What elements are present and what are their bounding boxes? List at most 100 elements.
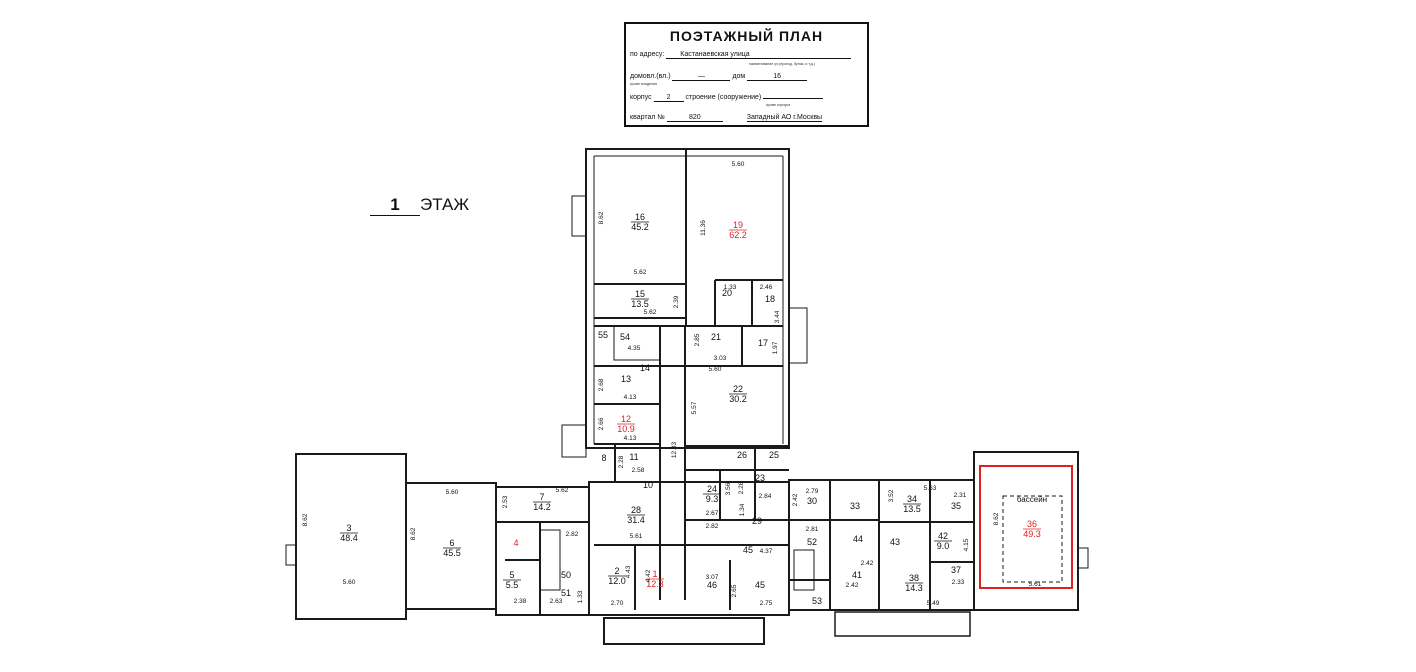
room-number: 4 [513,538,518,548]
wall [834,611,971,637]
room-number: 17 [758,338,768,348]
room-height-dim: 8.62 [598,211,605,224]
room-number: 36 [1027,519,1037,529]
room-height-dim: 4.43 [625,565,632,578]
room-area: 12.0 [608,576,626,586]
room-height-dim: 8.62 [993,512,1000,525]
room-area: 49.3 [1023,529,1041,539]
room-area: 10.9 [617,424,635,434]
room-number: 8 [601,453,606,463]
room-height-dim: 2.39 [673,295,680,308]
room-height-dim: 2.66 [598,417,605,430]
stamp-title: ПОЭТАЖНЫЙ ПЛАН [669,28,824,44]
room-width-dim: 2.63 [550,598,563,605]
room-number: 11 [629,452,638,462]
room-area: 14.3 [905,583,923,593]
room-number: 44 [853,534,863,544]
dom-label: дом [732,73,746,80]
room-number: 51 [561,588,571,598]
house-hint: кроме владения [630,82,657,86]
room-height-dim: 2.28 [738,481,745,494]
room-width-dim: 2.46 [760,284,773,291]
room-width-dim: 5.62 [634,269,647,276]
room-number: 10 [643,480,653,490]
room-width-dim: 5.63 [924,485,937,492]
room-width-dim: 2.82 [566,531,579,538]
room-number: 25 [769,450,779,460]
room-width-dim: 2.58 [632,467,645,474]
room-area: 45.5 [443,548,461,558]
wall [1077,547,1089,569]
korpus-value: 2 [653,94,684,102]
walls [285,148,1089,645]
room-width-dim: 3.07 [706,574,719,581]
stair [793,549,815,591]
room-area: 45.2 [631,222,649,232]
stair [571,195,587,237]
staircases [539,195,815,591]
room-number: 7 [539,492,544,502]
room-width-dim: 5.62 [556,487,569,494]
wall [285,544,297,566]
room-height-dim: 2.28 [618,455,625,468]
room-number: 46 [707,580,717,590]
room-number: 5 [509,570,514,580]
room-number: 55 [598,330,608,340]
room-height-dim: 4.15 [963,538,970,551]
room-area: 14.2 [533,502,551,512]
room-width-dim: 5.49 [927,600,940,607]
kvartal-label: квартал № [630,114,665,121]
room-number: 43 [890,537,900,547]
room-number: 28 [631,505,641,515]
room-number: 13 [621,374,631,384]
room-number: 53 [812,596,822,606]
room-width-dim: 2.84 [759,493,772,500]
address-value: Кастанаевская улица [666,51,852,59]
room-height-dim: 1.97 [772,341,779,354]
room-area: 9.0 [937,541,950,551]
room-number: 21 [711,332,721,342]
room-height-dim: 5.57 [691,401,698,414]
room-width-dim: 5.60 [343,579,356,586]
room-width-dim: 5.60 [446,489,459,496]
wall [603,617,765,645]
stair [539,529,561,591]
room-height-dim: 1.33 [577,590,584,603]
stair [788,307,808,364]
room-width-dim: 2.42 [846,582,859,589]
dom-value: 16 [747,73,808,81]
pool-label: бассейн [1017,495,1047,504]
room-height-dim: 4.42 [645,569,652,582]
room-height-dim: 8.62 [410,527,417,540]
room-width-dim: 2.42 [861,560,874,567]
room-number: 6 [449,538,454,548]
room-width-dim: 4.13 [624,394,637,401]
room-width-dim: 1.33 [724,284,737,291]
room-number: 16 [635,212,645,222]
room-height-dim: 2.85 [694,333,701,346]
room-number: 41 [852,570,862,580]
room-number: 3 [346,523,351,533]
stamp-korpus-row: корпус 2 строение (сооружение) [630,94,824,102]
room-area: 5.5 [506,580,519,590]
room-area: 48.4 [340,533,358,543]
wall [973,451,1079,611]
room-height-dim: 3.56 [725,482,732,495]
room-number: 38 [909,573,919,583]
room-number: 12 [621,414,631,424]
room-width-dim: 2.81 [806,526,819,533]
stair [613,325,661,361]
room-number: 26 [737,450,747,460]
kvartal-value: 820 [666,114,723,122]
room-area: 13.5 [631,299,649,309]
room-width-dim: 2.38 [514,598,527,605]
stroenie-label: строение (сооружение) [685,94,762,101]
room-area: 12.3 [646,579,664,589]
room-number: 37 [951,565,961,575]
room-height-dim: 11.36 [700,220,707,236]
pool-basin [1002,495,1063,583]
room-area: 30.2 [729,394,747,404]
room-number: 24 [707,484,717,494]
